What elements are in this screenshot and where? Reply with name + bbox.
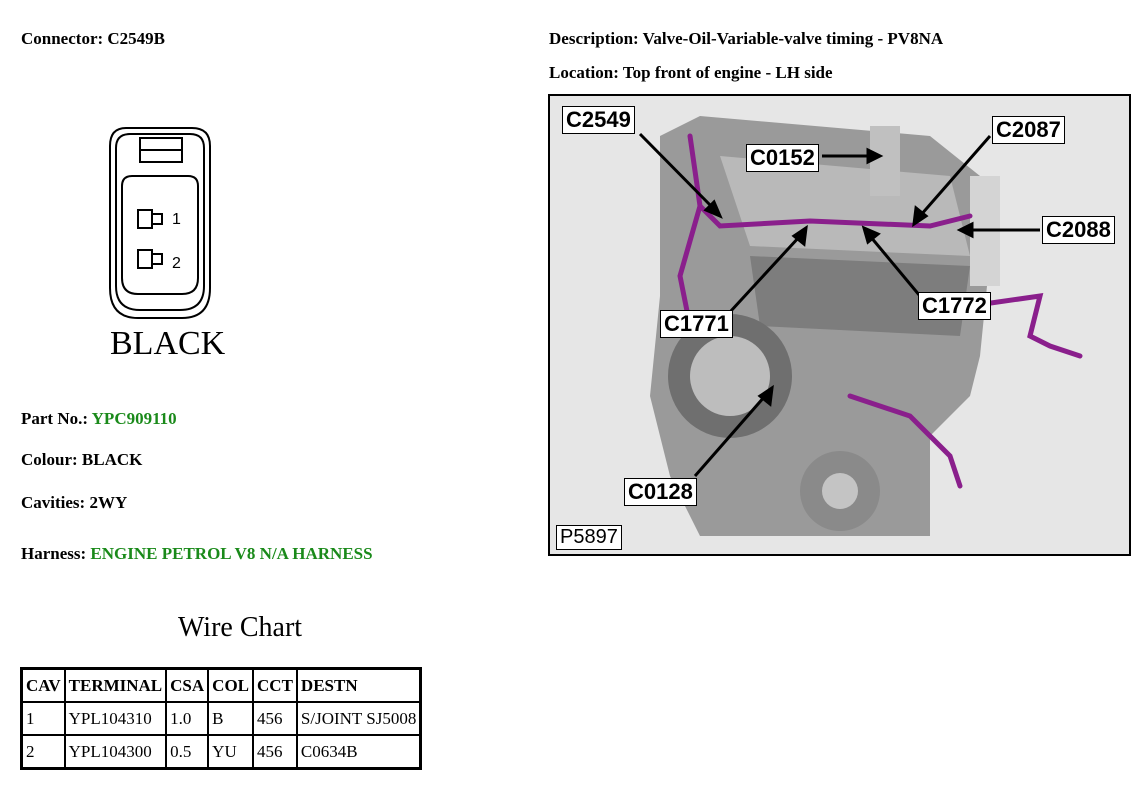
- cavities-value: 2WY: [89, 493, 128, 512]
- cell-csa: 0.5: [165, 734, 210, 770]
- cell-cav: 2: [20, 734, 66, 770]
- engine-location-figure: C2549 C0152 C2087 C2088 C1772 C1771 C012…: [548, 94, 1131, 556]
- header-destn: DESTN: [295, 667, 422, 703]
- location-field: Location: Top front of engine - LH side: [549, 63, 833, 83]
- callout-c1772: C1772: [918, 292, 991, 320]
- header-csa: CSA: [165, 667, 210, 703]
- header-cav: CAV: [20, 667, 66, 703]
- cell-cct: 456: [252, 701, 298, 736]
- drawing-colour-label: BLACK: [110, 325, 226, 362]
- table-row: 2 YPL104300 0.5 YU 456 C0634B: [20, 734, 422, 770]
- harness-value: ENGINE PETROL V8 N/A HARNESS: [90, 544, 373, 563]
- description-value: Valve-Oil-Variable-valve timing - PV8NA: [642, 29, 944, 48]
- wire-chart-header-row: CAV TERMINAL CSA COL CCT DESTN: [20, 667, 422, 703]
- part-no-field: Part No.: YPC909110: [21, 409, 177, 429]
- colour-label: Colour:: [21, 450, 78, 469]
- connector-label: Connector:: [21, 29, 104, 48]
- description-field: Description: Valve-Oil-Variable-valve ti…: [549, 29, 943, 49]
- cavities-label: Cavities:: [21, 493, 86, 512]
- colour-value: BLACK: [81, 450, 143, 469]
- connector-field: Connector: C2549B: [21, 29, 165, 49]
- callout-c1771: C1771: [660, 310, 733, 338]
- engine-illustration: [550, 96, 1129, 554]
- colour-field: Colour: BLACK: [21, 450, 142, 470]
- part-no-label: Part No.:: [21, 409, 89, 428]
- location-value: Top front of engine - LH side: [622, 63, 833, 82]
- part-no-value: YPC909110: [91, 409, 177, 428]
- callout-c0152: C0152: [746, 144, 819, 172]
- cell-destn: S/JOINT SJ5008: [295, 701, 422, 736]
- cell-terminal: YPL104300: [63, 734, 168, 770]
- pin-1-label: 1: [172, 211, 181, 228]
- cell-destn: C0634B: [295, 734, 422, 770]
- callout-c2088: C2088: [1042, 216, 1115, 244]
- cavities-field: Cavities: 2WY: [21, 493, 127, 513]
- cell-cav: 1: [20, 701, 66, 736]
- callout-c2087: C2087: [992, 116, 1065, 144]
- callout-c2549: C2549: [562, 106, 635, 134]
- pin-2-label: 2: [172, 255, 181, 272]
- header-col: COL: [207, 667, 255, 703]
- wire-chart-table: CAV TERMINAL CSA COL CCT DESTN 1 YPL1043…: [20, 667, 423, 770]
- callout-c0128: C0128: [624, 478, 697, 506]
- cell-cct: 456: [252, 734, 298, 770]
- connector-value: C2549B: [107, 29, 166, 48]
- harness-field: Harness: ENGINE PETROL V8 N/A HARNESS: [21, 544, 373, 564]
- cell-col: YU: [207, 734, 255, 770]
- table-row: 1 YPL104310 1.0 B 456 S/JOINT SJ5008: [20, 701, 422, 736]
- connector-face-drawing: 1 2 BLACK: [100, 118, 230, 368]
- cell-terminal: YPL104310: [63, 701, 168, 736]
- cell-csa: 1.0: [165, 701, 210, 736]
- harness-label: Harness:: [21, 544, 87, 563]
- location-label: Location:: [549, 63, 619, 82]
- figure-id: P5897: [556, 525, 622, 550]
- wire-chart-title: Wire Chart: [178, 612, 303, 643]
- header-cct: CCT: [252, 667, 298, 703]
- cell-col: B: [207, 701, 255, 736]
- header-terminal: TERMINAL: [63, 667, 168, 703]
- description-label: Description:: [549, 29, 639, 48]
